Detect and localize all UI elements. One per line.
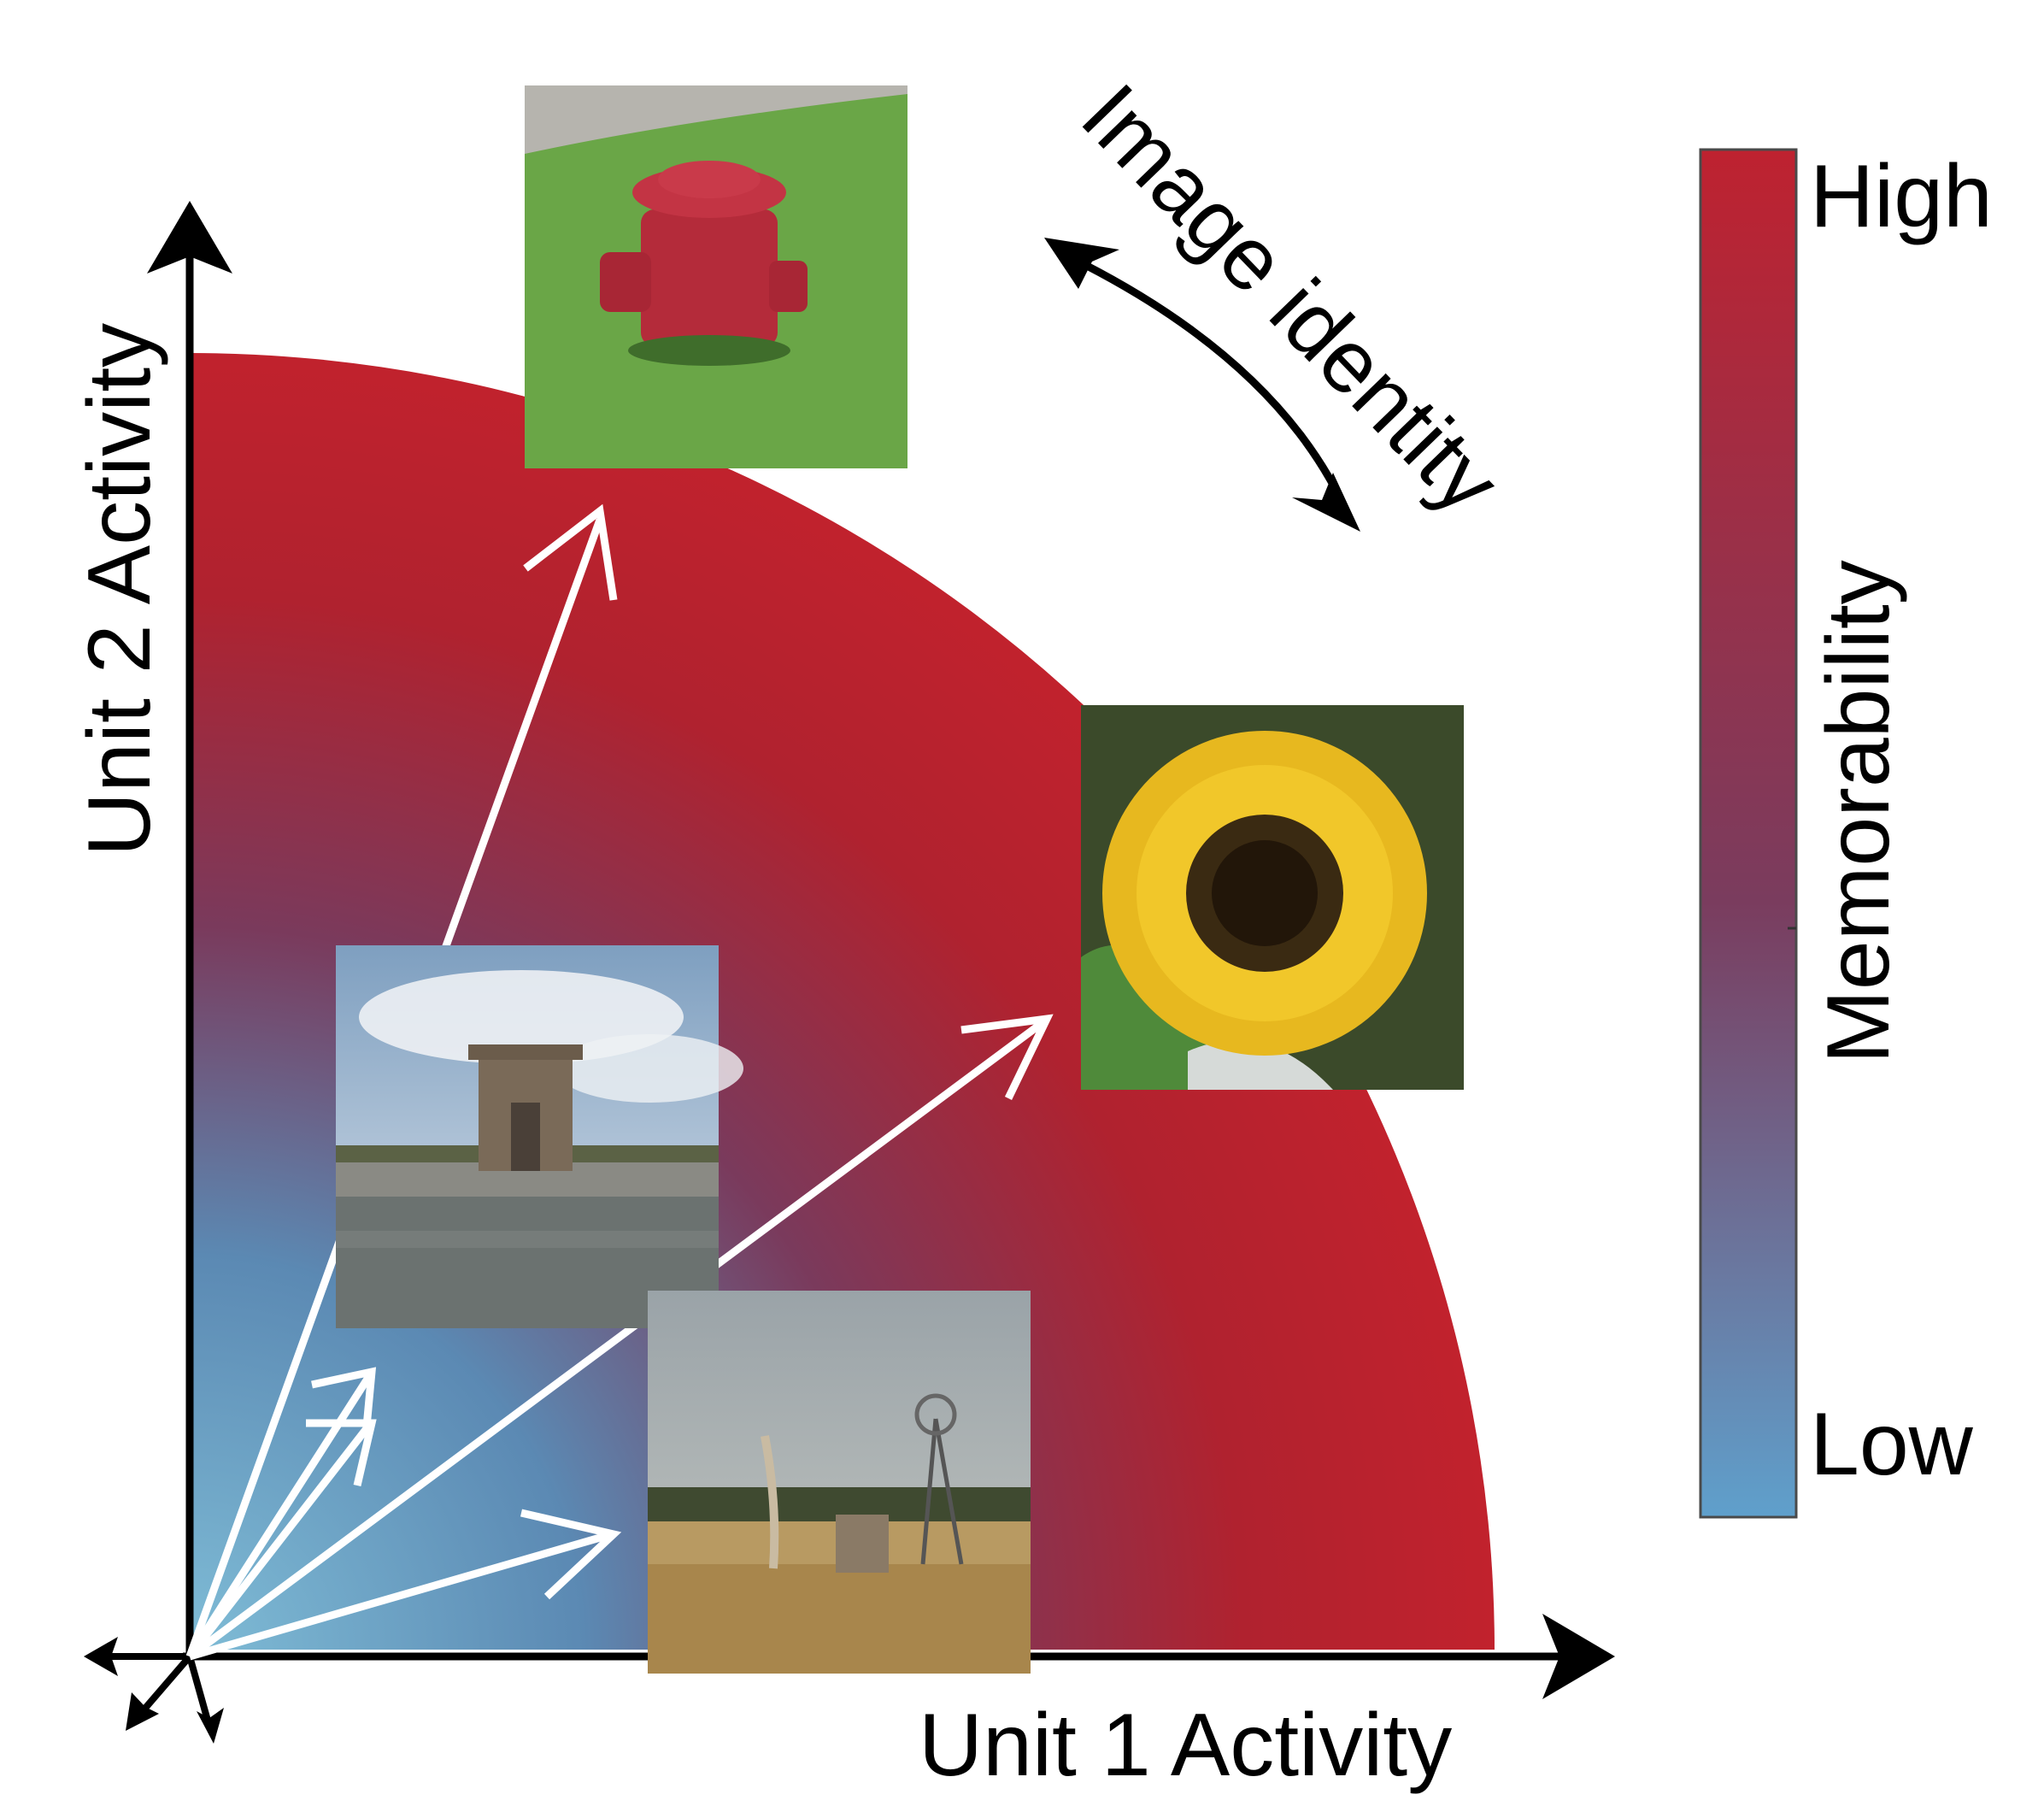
photo-fire-hydrant: [525, 85, 907, 468]
arrow-low-2: [186, 1425, 371, 1659]
photo-sunflower: [1081, 705, 1464, 1090]
x-axis-arrowhead: [1542, 1614, 1615, 1699]
photo-temple: [336, 945, 743, 1328]
colorbar-high-label: High: [1810, 147, 1993, 246]
colorbar-low-label: Low: [1810, 1395, 1973, 1494]
y-axis-arrowhead: [147, 201, 232, 274]
arrow-low-3: [188, 1530, 614, 1661]
origin-dimension-arrows: [84, 1637, 224, 1744]
arrow-to-sunflower: [187, 1021, 1043, 1660]
colorbar: [1699, 148, 1798, 1519]
image-identity-arrow: [1044, 238, 1360, 532]
colorbar-title: Memorability: [1809, 560, 1908, 1064]
y-axis-label: Unit 2 Activity: [70, 322, 169, 857]
photo-windmill: [648, 1291, 1031, 1674]
x-axis-label: Unit 1 Activity: [919, 1696, 1453, 1795]
